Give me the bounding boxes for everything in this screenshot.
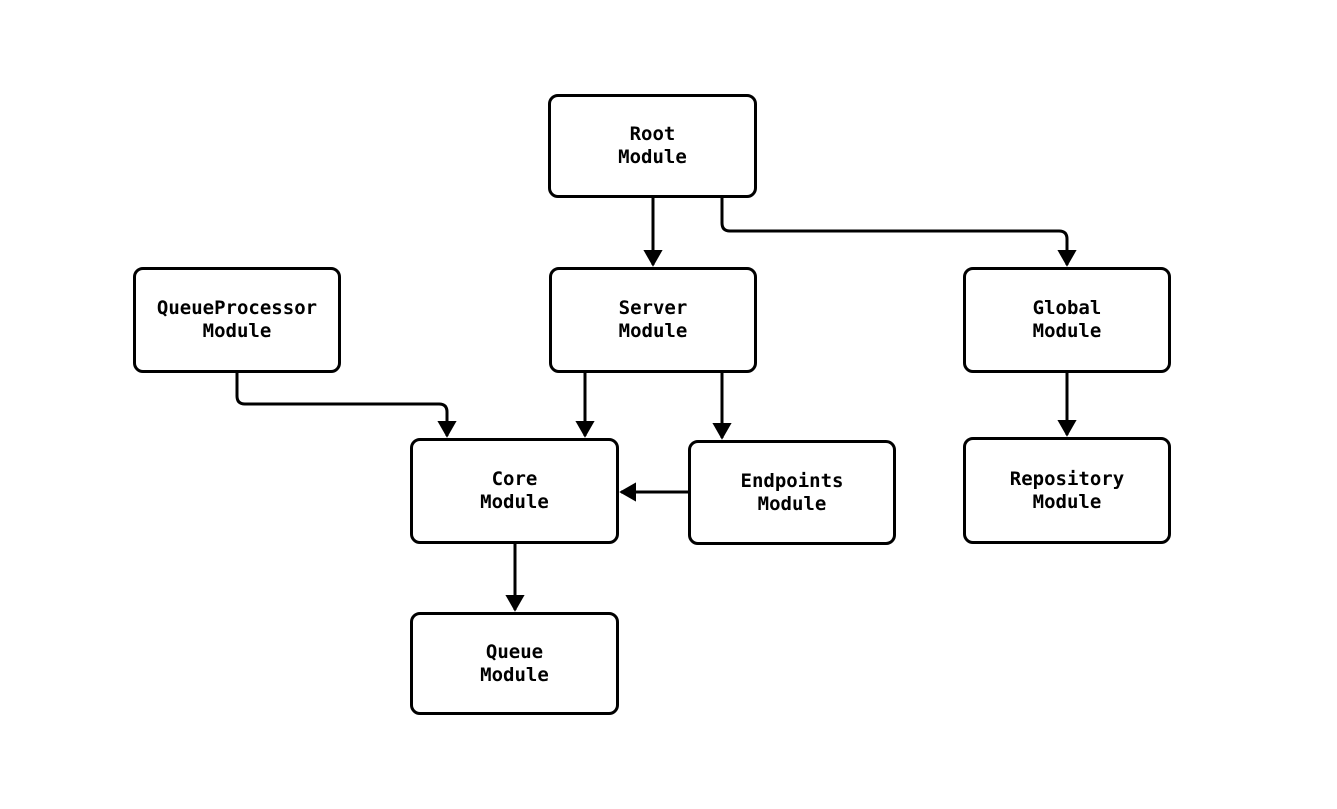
edge-root-to-global — [720, 198, 1077, 267]
node-root-module: Root Module — [548, 94, 757, 198]
node-core-module: Core Module — [410, 438, 619, 544]
node-queueprocessor-module: QueueProcessor Module — [133, 267, 341, 373]
node-server-module: Server Module — [549, 267, 757, 373]
node-endpoints-module: Endpoints Module — [688, 440, 896, 545]
node-label-line: Module — [757, 492, 827, 515]
node-global-module: Global Module — [963, 267, 1171, 373]
node-queue-module: Queue Module — [410, 612, 619, 715]
node-label-line: Module — [1032, 490, 1102, 513]
node-label-line: Module — [202, 320, 272, 342]
node-label-line: Queue — [485, 640, 544, 663]
node-label-line: Root — [629, 123, 676, 145]
node-label-line: Module — [618, 320, 688, 342]
node-label-line: QueueProcessor — [156, 297, 318, 319]
node-label-line: Module — [1032, 320, 1102, 342]
node-label-line: Module — [480, 491, 549, 513]
node-label-line: Module — [480, 663, 549, 686]
node-label-line: Server — [618, 297, 688, 319]
node-label-line: Endpoints — [740, 469, 844, 492]
node-label-line: Global — [1032, 297, 1102, 319]
node-label-line: Repository — [1009, 467, 1125, 490]
node-repository-module: Repository Module — [963, 437, 1171, 544]
node-label-line: Module — [618, 146, 687, 168]
edge-queueprocessor-to-core — [235, 373, 457, 438]
node-label-line: Core — [491, 468, 538, 490]
